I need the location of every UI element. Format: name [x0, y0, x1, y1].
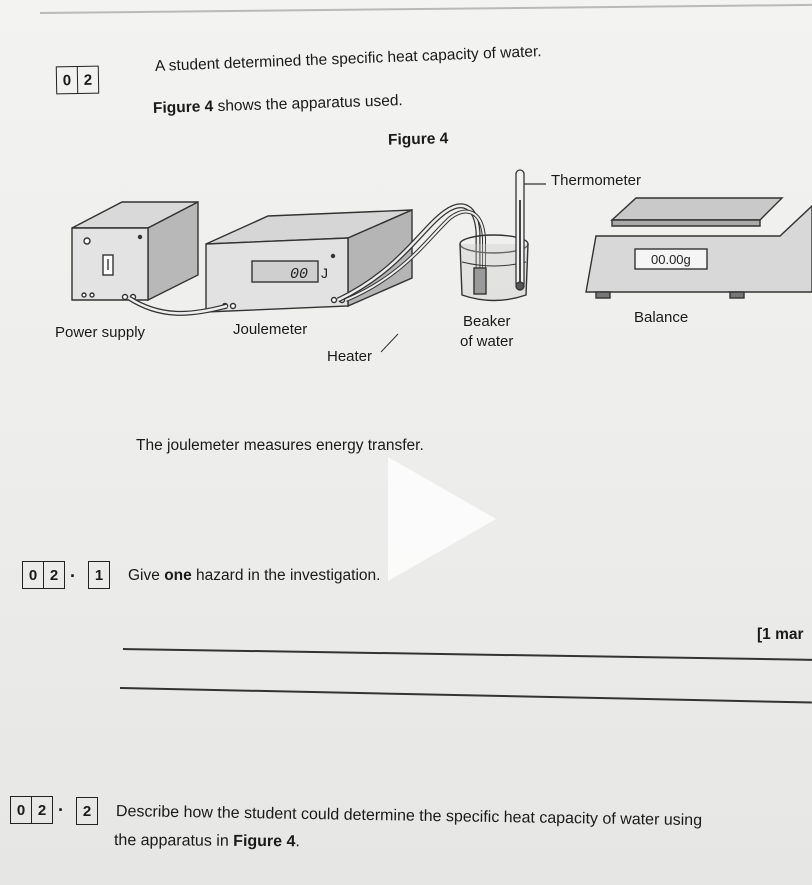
joulemeter-display	[251, 260, 319, 283]
part2-text-pre: the apparatus in	[113, 832, 234, 850]
part2-text-bold: Figure 4	[233, 832, 296, 851]
beaker-label-line1: Beaker	[463, 313, 511, 330]
part2-digit: 0	[11, 797, 32, 823]
part1-marks: [1 mar	[757, 626, 804, 643]
part1-number-box-b: 1	[88, 561, 110, 589]
balance	[585, 197, 812, 299]
answer-line-1[interactable]	[122, 648, 812, 661]
part1-number-box-a: 0 2	[22, 561, 65, 589]
part1-digit: 0	[23, 562, 44, 588]
play-icon[interactable]	[388, 457, 496, 581]
joulemeter-box	[205, 208, 413, 313]
beaker-label-line2: of water	[460, 333, 514, 350]
beaker	[459, 234, 529, 302]
part2-number-box-a: 0 2	[10, 796, 53, 824]
part1-question: Give one hazard in the investigation.	[128, 567, 380, 585]
part2-digit: 2	[37, 801, 47, 819]
part2-question-line2: the apparatus in Figure 4.	[114, 832, 300, 851]
power-supply-box	[71, 200, 199, 302]
part1-text-post: hazard in the investigation.	[191, 567, 381, 584]
part1-digit: 1	[94, 566, 104, 584]
part2-number-box-b: 2	[76, 797, 98, 825]
joulemeter-unit: J	[321, 265, 328, 281]
thermometer	[515, 169, 546, 291]
part1-dot: .	[70, 561, 76, 581]
part1-text-bold: one	[164, 567, 192, 584]
part1-text-pre: Give	[128, 567, 165, 584]
part2-question-line1: Describe how the student could determine…	[115, 803, 703, 830]
power-supply-label: Power supply	[55, 324, 146, 341]
thermometer-label: Thermometer	[551, 172, 642, 189]
part2-text-post: .	[295, 833, 300, 851]
heater-element	[473, 267, 487, 295]
balance-label: Balance	[634, 309, 689, 326]
part2-digit: 2	[82, 802, 92, 820]
balance-reading: 00.00g	[651, 252, 691, 267]
part1-digit: 2	[49, 566, 59, 584]
joulemeter-label: Joulemeter	[233, 321, 308, 338]
part2-dot: .	[58, 795, 64, 815]
heater-label: Heater	[327, 348, 373, 365]
joulemeter-reading: 00	[290, 266, 308, 283]
answer-line-2[interactable]	[119, 687, 812, 703]
joulemeter-note: The joulemeter measures energy transfer.	[136, 437, 424, 454]
balance-display	[634, 248, 708, 270]
apparatus-diagram: 00 J 0	[71, 169, 812, 353]
